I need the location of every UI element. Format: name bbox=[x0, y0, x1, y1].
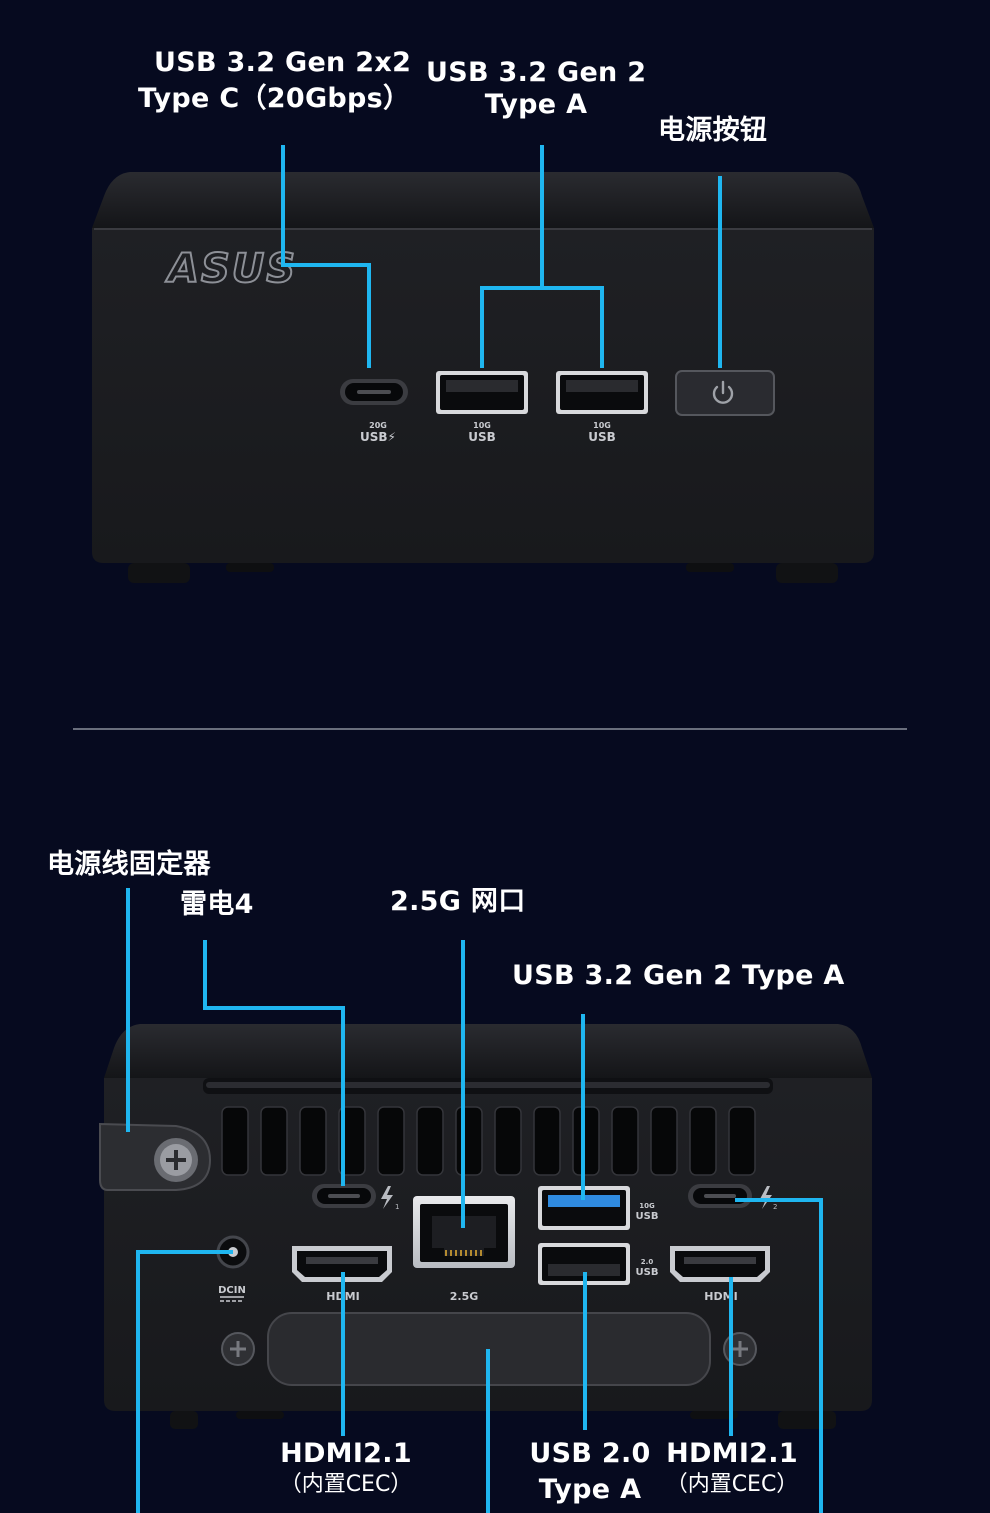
vent-slot bbox=[689, 1106, 717, 1176]
screw-icon bbox=[154, 1138, 198, 1182]
vent-slot bbox=[221, 1106, 249, 1176]
rear-hdmi-port-1 bbox=[292, 1246, 392, 1282]
front-usb-a1-name: USB bbox=[468, 430, 496, 444]
callout-dcin bbox=[136, 1250, 233, 1513]
rear-device-top-face bbox=[104, 1024, 872, 1078]
vent-slot bbox=[572, 1106, 600, 1176]
svg-text:2: 2 bbox=[773, 1203, 777, 1211]
vent-slot bbox=[377, 1106, 405, 1176]
rear-lan-port bbox=[413, 1196, 515, 1268]
asus-logo: ASUS bbox=[165, 246, 297, 292]
front-callout-lines bbox=[281, 145, 722, 368]
label-usb-c-line2: Type C（20Gbps） bbox=[138, 83, 411, 114]
label-hdmi1-line2: （内置CEC） bbox=[279, 1472, 413, 1497]
rear-hdmi-port-2 bbox=[670, 1246, 770, 1282]
callout-usb-c bbox=[281, 145, 371, 368]
lan-port-label: 2.5G bbox=[450, 1290, 479, 1303]
vent-slot bbox=[650, 1106, 678, 1176]
front-usb-a-port-1 bbox=[436, 371, 528, 414]
thunderbolt-2-icon: 2 bbox=[760, 1186, 777, 1211]
vent-slot bbox=[728, 1106, 756, 1176]
front-usb-c-port bbox=[340, 379, 408, 405]
callout-thunderbolt-2 bbox=[735, 1198, 823, 1513]
vent-slot bbox=[455, 1106, 483, 1176]
dcin-label: DCIN bbox=[218, 1285, 246, 1296]
front-device: ASUS 20G USB⚡ 10G USB 10G USB bbox=[92, 172, 874, 583]
front-device-top-face bbox=[92, 172, 874, 228]
front-usb-c-speed: 20G bbox=[369, 421, 387, 430]
front-usb-a-port-2 bbox=[556, 371, 648, 414]
label-cord-holder: 电源线固定器 bbox=[47, 849, 211, 880]
rear-thunderbolt-port-2 bbox=[688, 1184, 752, 1208]
front-foot-left bbox=[128, 563, 190, 583]
label-usb2-line1: USB 2.0 bbox=[529, 1438, 651, 1469]
front-usb-c-name: USB⚡ bbox=[360, 430, 396, 444]
vent-slot bbox=[494, 1106, 522, 1176]
rear-device: DCIN 1 2 2.5G bbox=[99, 1024, 872, 1429]
rear-usb3-port bbox=[538, 1186, 630, 1230]
vent-slot bbox=[533, 1106, 561, 1176]
front-power-button bbox=[675, 370, 775, 416]
front-usb-a1-speed: 10G bbox=[473, 421, 491, 430]
power-icon bbox=[712, 380, 734, 404]
rear-thunderbolt-port-1 bbox=[312, 1184, 376, 1208]
label-usb-a-line2: Type A bbox=[484, 89, 588, 120]
rear-screw-right bbox=[723, 1332, 757, 1366]
label-usb3-rear: USB 3.2 Gen 2 Type A bbox=[512, 960, 845, 991]
power-cord-holder bbox=[99, 1122, 212, 1191]
usb2-name-mark: USB bbox=[636, 1267, 659, 1278]
vent-slot bbox=[416, 1106, 444, 1176]
rear-usb2-port bbox=[538, 1243, 630, 1285]
label-power-button: 电源按钮 bbox=[658, 115, 768, 146]
label-usb-a-line1: USB 3.2 Gen 2 bbox=[426, 57, 647, 88]
rear-vent-grille bbox=[221, 1106, 756, 1176]
front-usb-a2-speed: 10G bbox=[593, 421, 611, 430]
vent-slot bbox=[611, 1106, 639, 1176]
label-usb-c-line1: USB 3.2 Gen 2x2 bbox=[154, 47, 412, 78]
label-thunderbolt: 雷电4 bbox=[180, 889, 254, 920]
vent-slot bbox=[299, 1106, 327, 1176]
front-usb-a2-name: USB bbox=[588, 430, 616, 444]
callout-thunderbolt bbox=[203, 940, 345, 1186]
callout-usb-a-pair bbox=[480, 145, 544, 368]
label-hdmi1-line1: HDMI2.1 bbox=[280, 1438, 412, 1469]
usb2-speed-mark: 2.0 bbox=[641, 1258, 654, 1266]
label-usb2-line2: Type A bbox=[538, 1474, 642, 1505]
vent-slot bbox=[338, 1106, 366, 1176]
front-foot-right bbox=[776, 563, 838, 583]
rear-screw-left bbox=[221, 1332, 255, 1366]
vent-slot bbox=[260, 1106, 288, 1176]
usb3-speed-mark: 10G bbox=[639, 1202, 655, 1210]
label-lan: 2.5G 网口 bbox=[390, 886, 526, 917]
rear-callout-lines bbox=[126, 888, 823, 1513]
usb3-name-mark: USB bbox=[636, 1211, 659, 1222]
svg-text:1: 1 bbox=[395, 1203, 399, 1211]
label-hdmi2-line1: HDMI2.1 bbox=[666, 1438, 798, 1469]
label-hdmi2-line2: （内置CEC） bbox=[665, 1472, 799, 1497]
callout-usb-a-pair-2 bbox=[542, 286, 604, 368]
thunderbolt-1-icon: 1 bbox=[381, 1186, 399, 1211]
